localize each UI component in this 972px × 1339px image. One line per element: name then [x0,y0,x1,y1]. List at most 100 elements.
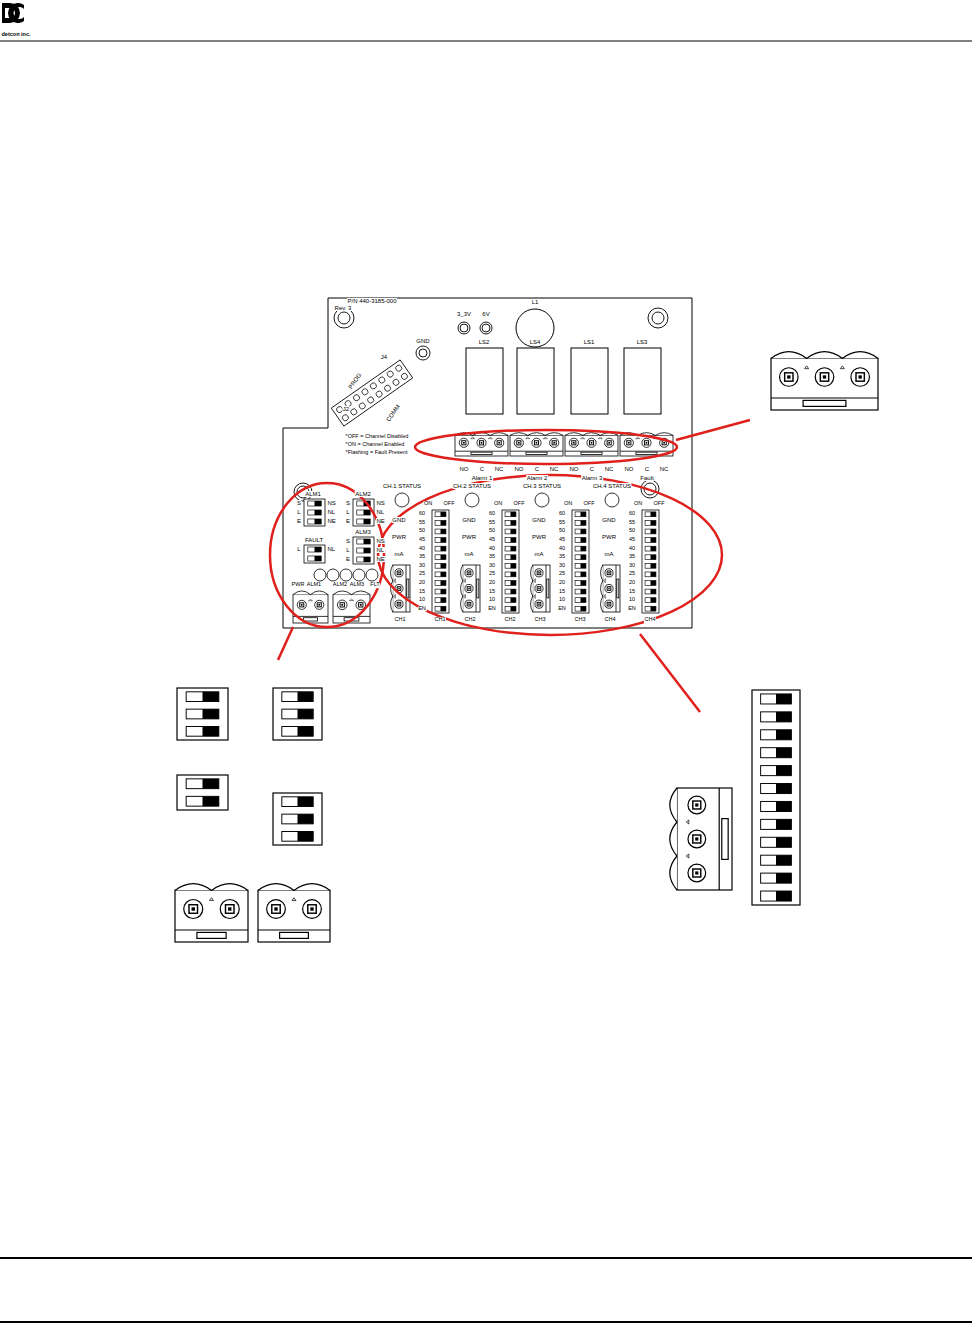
board-label: S [296,500,301,506]
drawing-part [581,437,585,438]
drawing-part [333,591,352,595]
drawing-part [225,905,234,914]
drawing-part [398,572,399,573]
board-label: ALM1 [305,491,322,497]
pin-header [331,360,412,426]
drawing-part [357,510,370,515]
mounting-hole [334,308,354,328]
drawing-part [505,589,516,594]
drawing-part [581,581,586,586]
board-label: L [297,546,301,552]
drawing-part [604,579,605,583]
board-label: mA [604,551,614,557]
board-label: E [345,556,350,562]
board-label: ALM3 [355,529,372,535]
drawing-part [575,563,586,568]
drawing-part [534,441,538,445]
drawing-part [605,600,613,608]
board-label: 40 [418,546,425,552]
drawing-part [468,572,469,573]
drawing-part [603,565,620,612]
drawing-part [651,589,656,594]
terminal-block [175,884,248,942]
drawing-part [581,546,586,551]
drawing-part [465,569,473,577]
drawing-part [465,600,473,608]
board-label: CH2 [504,617,516,623]
drawing-part [583,433,601,436]
board-label: OFF [583,501,595,507]
drawing-part [282,797,313,807]
drawing-part [587,438,596,447]
board-label: 50 [488,529,495,535]
status-led [465,493,479,507]
drawing-part [761,730,792,740]
drawing-part [776,819,791,829]
board-label: ALM1 [306,582,321,588]
board-label: LS3 [636,339,648,345]
drawing-part [468,603,469,604]
drawing-part [359,603,363,607]
relay [517,348,554,414]
board-label: mA [534,551,544,557]
leader-line [676,420,750,440]
drawing-part [435,598,446,603]
board-label: 60 [418,512,425,518]
drawing-part [337,600,347,610]
drawing-part [581,555,586,560]
board-label: CH.3 STATUS [522,483,561,489]
board-label: Fault [640,475,654,481]
dip-switch [502,510,519,613]
drawing-part [840,366,844,369]
drawing-part [761,748,792,758]
drawing-part [776,694,791,704]
drawing-part [601,596,603,612]
board-label: PWR [392,534,407,540]
drawing-part [441,538,446,543]
drawing-part [364,519,371,524]
drawing-part [528,433,546,436]
drawing-part [651,520,656,525]
drawing-part [309,599,313,600]
drawing-part [856,373,864,381]
drawing-part [607,602,611,606]
board-label: *OFF = Channel Disabled [345,434,409,440]
drawing-part [761,873,792,883]
dip-switch [353,499,374,526]
drawing-part [651,538,656,543]
board-label: ALM3 [349,582,364,588]
board-label: 45 [418,537,425,543]
leader-line [278,627,293,660]
mounting-hole [652,312,664,324]
board-label: 60 [488,512,495,518]
board-label: L [297,509,301,515]
drawing-part [511,538,516,543]
led [353,569,365,581]
drawing-part [357,548,370,553]
drawing-part [535,600,543,608]
drawing-part [575,555,586,560]
drawing-part [395,364,403,372]
drawing-part [432,510,449,613]
drawing-part [455,435,508,456]
drawing-part [511,520,516,525]
drawing-part [820,373,828,381]
drawing-part [203,726,219,736]
drawing-part [360,604,362,606]
drawing-part [341,414,349,422]
drawing-part [538,588,539,589]
board-label: 15 [488,589,495,595]
drawing-part [357,539,370,544]
drawing-part [538,572,539,573]
drawing-part [569,438,578,447]
drawing-part [477,579,479,598]
board-label: GND [462,517,476,523]
drawing-part [581,538,586,543]
drawing-part [441,546,446,551]
drawing-part [397,602,401,606]
drawing-part [461,596,463,612]
drawing-part [350,599,354,600]
drawing-part [333,616,370,617]
drawing-part [505,598,516,603]
